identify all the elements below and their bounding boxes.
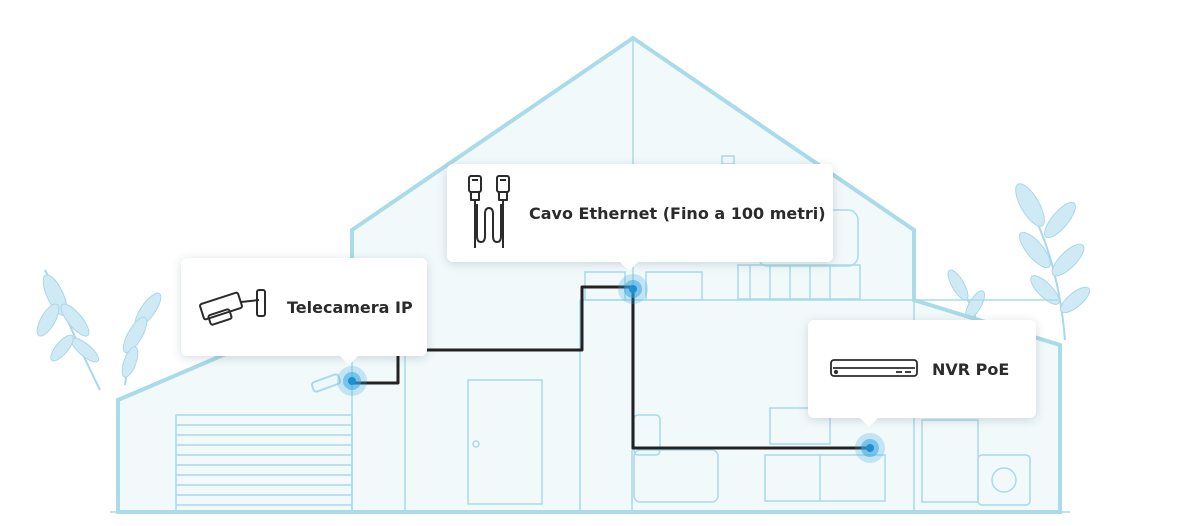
ethernet-cable-path [352,285,870,450]
callout-nvr-poe-label: NVR PoE [932,359,1010,379]
ip-camera-icon [199,289,266,326]
callout-ip-camera: Telecamera IP [181,258,427,365]
wall-camera-icon [310,373,342,393]
callout-nvr-poe: NVR PoE [808,320,1036,427]
node-ethernet [618,274,648,304]
ethernet-cable-icon [468,175,510,248]
nvr-recorder-icon [830,359,918,377]
house-interior-lines [110,40,1070,513]
callout-ethernet-cable-label: Cavo Ethernet (Fino a 100 metri) [529,203,826,223]
callout-ethernet-cable: Cavo Ethernet (Fino a 100 metri) [447,164,833,271]
plant-left [36,269,162,391]
node-camera [337,366,367,396]
node-nvr [855,433,885,463]
callout-ip-camera-label: Telecamera IP [287,297,413,317]
